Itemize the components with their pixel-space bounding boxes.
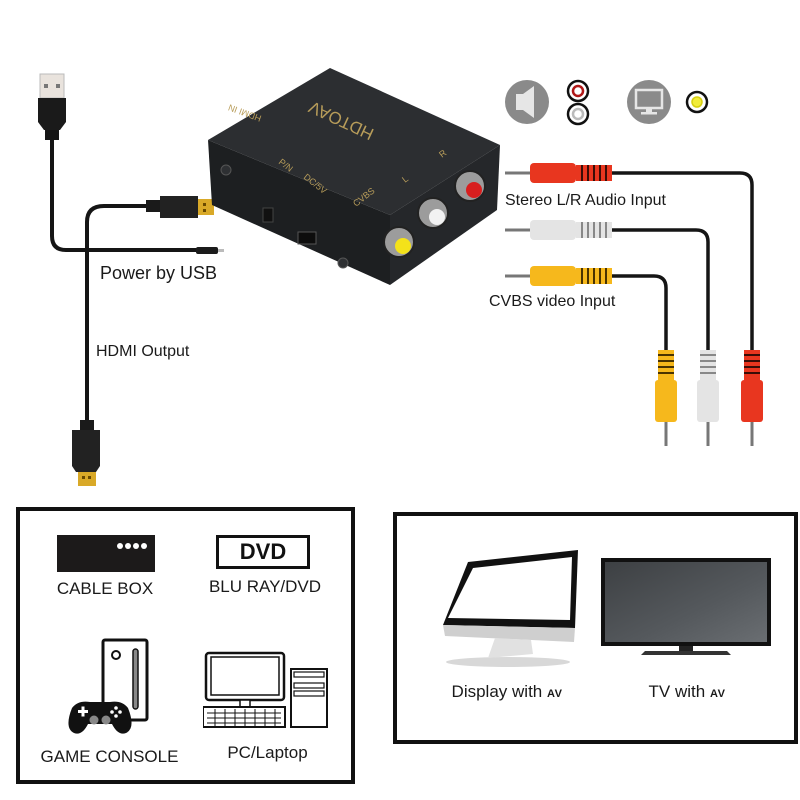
blu-ray-dvd-label: BLU RAY/DVD [208, 577, 322, 596]
hdmi-output-label: HDMI Output [96, 343, 190, 360]
red-jack-icon [566, 79, 590, 103]
cable-box-icon [57, 535, 155, 572]
stereo-audio-input-label: Stereo L/R Audio Input [505, 192, 666, 209]
display-av-suffix: AV [546, 688, 563, 700]
connection-illustration: HDMI IN HDTOAV P/N DC/5V CVBS L R [38, 68, 763, 486]
audio-legend [505, 79, 590, 126]
hdmi-cable [72, 196, 214, 486]
hdmi-to-av-converter: HDMI IN HDTOAV P/N DC/5V CVBS L R [208, 68, 500, 285]
usb-power-cable [38, 73, 224, 254]
hdmi-plug-top-icon [146, 196, 214, 218]
dvd-icon: DVD [216, 535, 310, 569]
usb-a-plug-icon [38, 73, 66, 140]
display-with-av-label: Display with AV [427, 682, 587, 702]
rca-jack-r [454, 170, 486, 202]
red-rca-plug-horizontal [505, 163, 612, 183]
displays-panel: Display with AV TV with AV [393, 512, 798, 744]
cable-box-label: CABLE BOX [56, 579, 154, 598]
display-with-label: Display with [451, 682, 543, 701]
power-by-usb-label: Power by USB [100, 263, 218, 283]
white-rca-plug-horizontal [505, 220, 612, 240]
tv-with-label: TV with [648, 682, 706, 701]
l-label: L [400, 174, 410, 185]
tv-av-suffix: AV [709, 688, 726, 700]
white-rca-plug-vertical [697, 350, 719, 446]
video-legend [627, 80, 709, 124]
red-rca-plug-vertical [741, 350, 763, 446]
yellow-rca-plug-horizontal [505, 266, 612, 286]
game-console-icon [68, 638, 149, 734]
monitor-icon [627, 80, 671, 124]
rca-jack-l [417, 197, 449, 229]
pc-laptop-label: PC/Laptop [227, 743, 308, 762]
tv-icon [601, 558, 771, 655]
r-label: R [437, 147, 449, 159]
dvd-icon-text: DVD [239, 539, 287, 564]
tv-with-av-label: TV with AV [617, 682, 757, 702]
rca-cables [505, 163, 763, 446]
display-icon [443, 550, 578, 667]
dc-5v-port [297, 231, 317, 245]
game-console-label: GAME CONSOLE [40, 747, 179, 766]
hdmi-plug-bottom-icon [72, 420, 100, 486]
rca-jack-cvbs [383, 226, 415, 258]
sources-panel: CABLE BOX DVD BLU RAY/DVD GAME CONSOLE P… [16, 507, 355, 784]
yellow-rca-plug-vertical [655, 350, 677, 446]
white-jack-icon [566, 102, 590, 126]
cvbs-video-input-label: CVBS video Input [489, 293, 616, 310]
pc-icon [203, 651, 328, 728]
power-switch [262, 207, 274, 223]
